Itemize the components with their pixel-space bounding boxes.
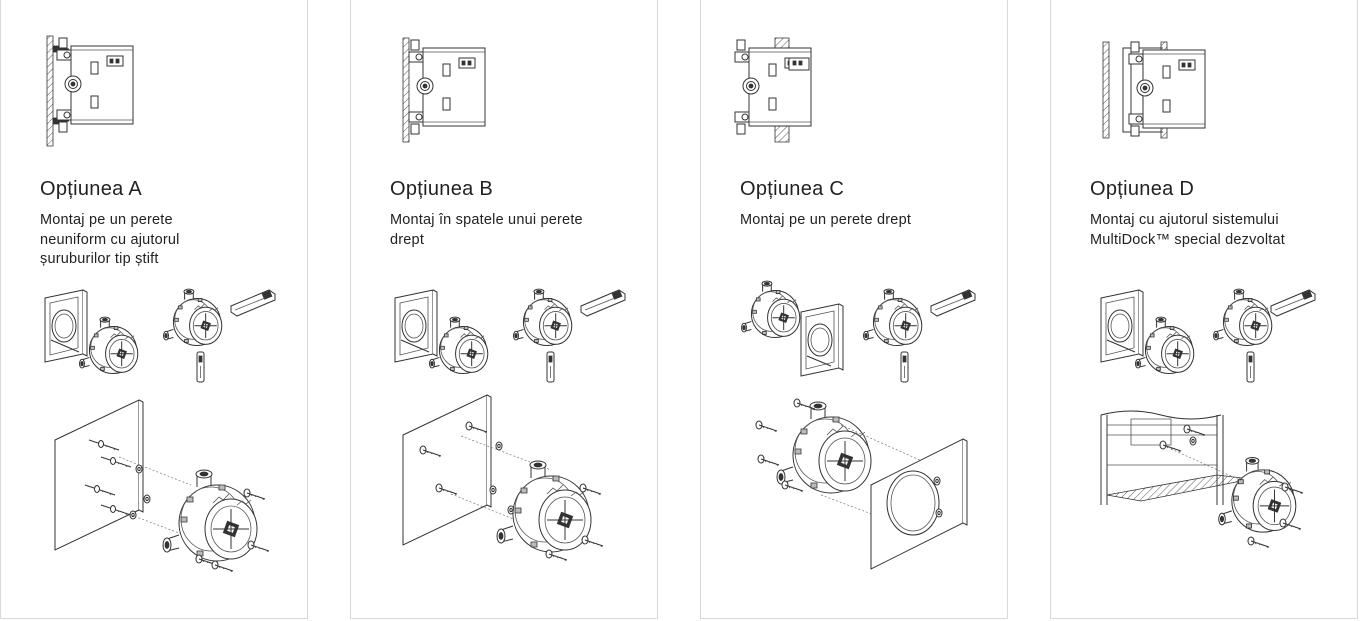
option-card-c: Opțiunea C Montaj pe un perete drept (700, 0, 1008, 619)
diagram-kit-d (1100, 280, 1316, 383)
description-line: Montaj cu ajutorul sistemului (1090, 212, 1279, 228)
diagram-kit-c (701, 280, 976, 383)
option-title: Opțiunea C (740, 178, 845, 200)
diagram-kit-a (44, 280, 276, 383)
description-line: Montaj pe un perete (40, 212, 173, 228)
description-line: MultiDock™ special dezvoltat (1090, 231, 1285, 248)
option-title: Opțiunea B (390, 178, 494, 200)
option-title: Opțiunea A (40, 178, 142, 200)
option-description: Montaj cu ajutorul sistemului MultiDock™… (1090, 211, 1340, 250)
diagram-exploded-b (402, 394, 604, 562)
description-line: neuniform cu ajutorul (40, 231, 180, 248)
option-card-b: Opțiunea B Montaj în spatele unui perete… (350, 0, 658, 619)
option-title: Opțiunea D (1090, 178, 1195, 200)
diagram-side-view-d (1051, 41, 1206, 160)
description-line: șuruburilor tip știft (40, 251, 159, 267)
option-description: Montaj în spatele unui perete drept (390, 211, 640, 250)
description-line: Montaj în spatele unui perete (390, 212, 583, 228)
diagram-exploded-c (755, 398, 1009, 585)
description-line: drept (390, 231, 425, 248)
diagram-kit-b (394, 280, 626, 383)
option-card-a: Opțiunea A Montaj pe un perete neuniform… (0, 0, 308, 619)
option-description: Montaj pe un perete neuniform cu ajutoru… (40, 211, 290, 270)
diagram-side-view-c (734, 0, 812, 160)
diagram-side-view-a (1, 0, 134, 160)
option-description: Montaj pe un perete drept (740, 211, 990, 231)
diagram-exploded-a (54, 399, 270, 573)
diagram-exploded-d (1051, 405, 1304, 549)
option-card-d: Opțiunea D Montaj cu ajutorul sistemului… (1050, 0, 1358, 619)
diagram-side-view-b (351, 0, 486, 160)
description-line: Montaj pe un perete drept (740, 212, 912, 228)
